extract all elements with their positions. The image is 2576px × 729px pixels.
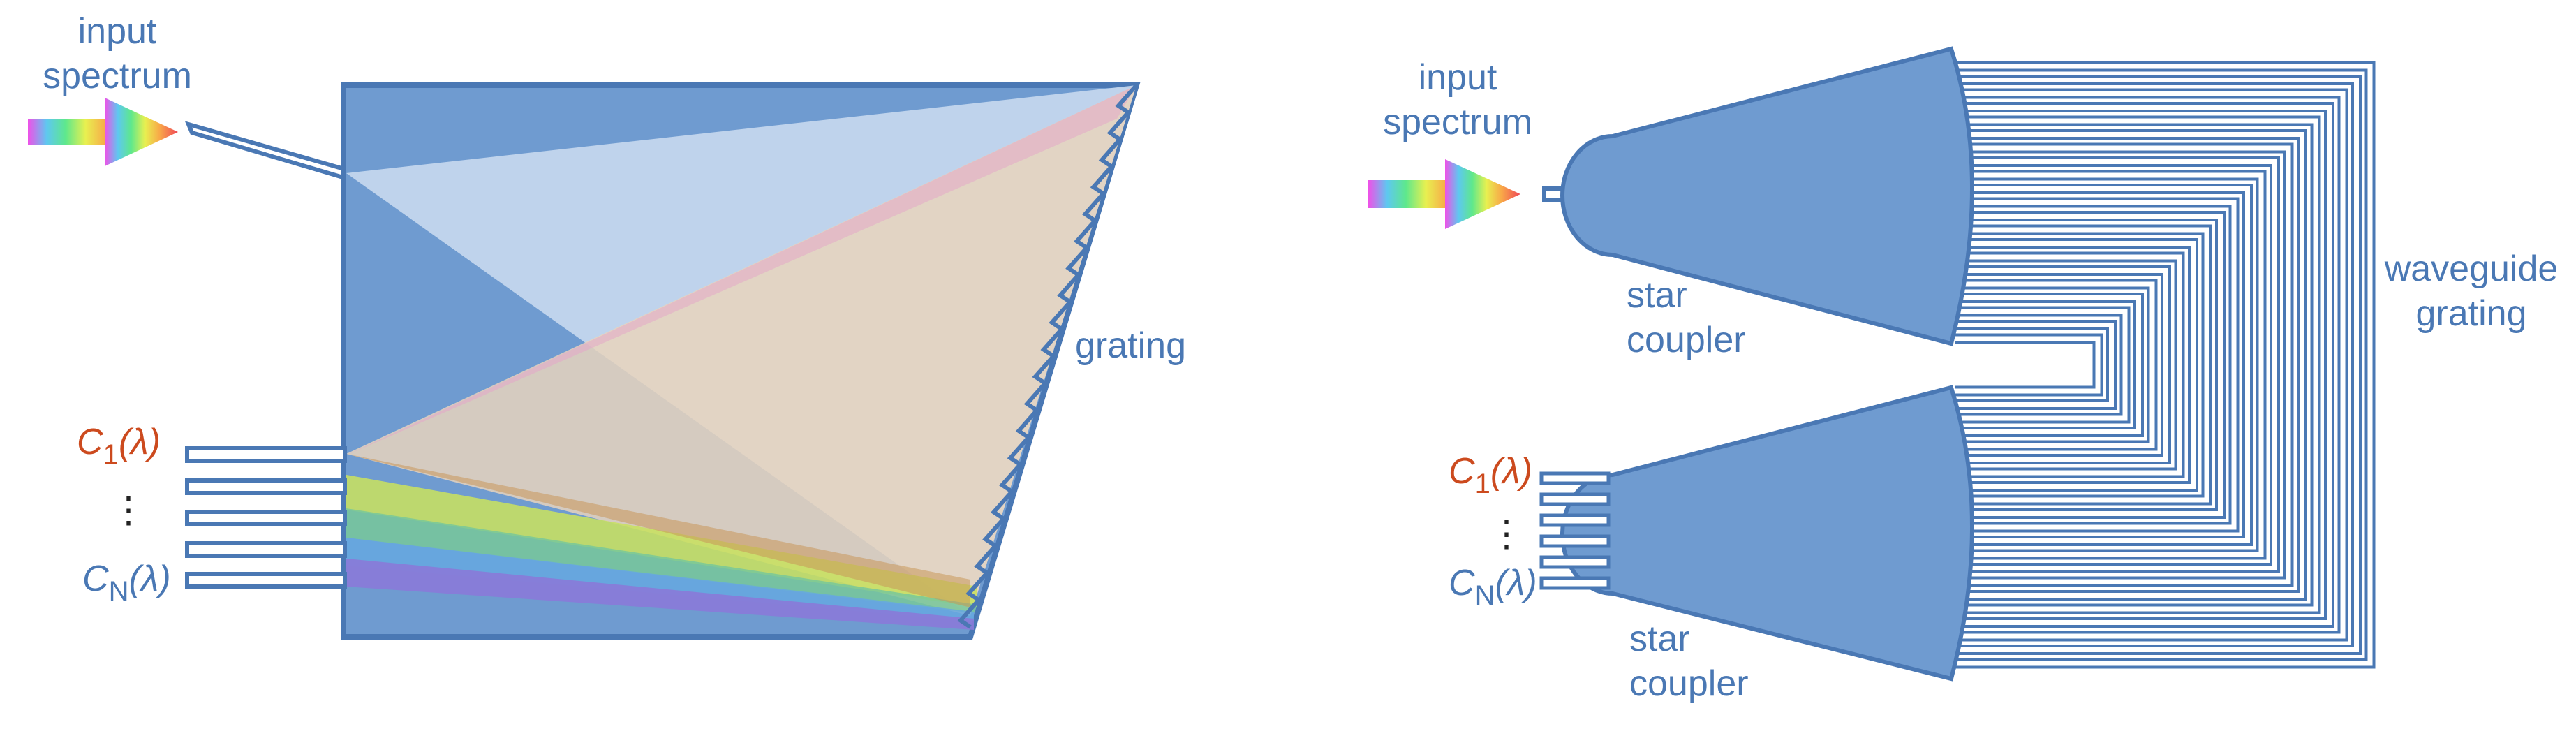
beam-violet (346, 559, 974, 630)
diffracted-beam (346, 85, 1137, 616)
output-label-first-sub: 1 (1475, 469, 1490, 499)
array-waveguide-core (1955, 254, 2182, 476)
array-waveguide-core (1955, 132, 2304, 598)
output-label-first-prefix: C (77, 422, 103, 462)
array-waveguide-core (1955, 268, 2168, 462)
output-label-last-prefix: C (1449, 563, 1475, 603)
beam-magenta (346, 85, 1137, 455)
output-label-last: CN(λ) (1449, 563, 1537, 611)
left-echelle-spectrometer: input spectrum grating C1(λ) ⋮ CN(λ) (28, 11, 1186, 640)
input-label-line1: input (78, 11, 157, 52)
array-waveguide-core (1955, 281, 2155, 448)
bottom-coupler-label-line1: star (1629, 619, 1690, 659)
array-waveguide-core (1955, 227, 2209, 503)
array-waveguide-core (1955, 200, 2237, 530)
array-waveguide-core (1955, 105, 2332, 625)
output-label-last-sub: N (109, 576, 129, 607)
output-label-last-sub: N (1475, 580, 1495, 611)
beam-green (346, 508, 977, 613)
output-label-last-prefix: C (82, 559, 109, 599)
array-waveguide-core (1955, 241, 2196, 489)
output-label-first: C1(λ) (77, 422, 161, 470)
output-label-last-suffix: (λ) (128, 559, 170, 599)
right-awg-spectrometer: input spectrum star coupler star coupler… (1368, 46, 2559, 704)
output-label-last-suffix: (λ) (1495, 563, 1537, 603)
top-coupler-label-line1: star (1627, 275, 1687, 316)
grating-label: grating (1075, 325, 1186, 366)
array-waveguide-core (1955, 64, 2373, 666)
output-label-last: CN(λ) (82, 559, 171, 607)
output-waveguides (1539, 471, 1611, 590)
waveguide-grating-label-line1: waveguide (2384, 249, 2559, 289)
array-waveguide-core (1955, 159, 2277, 570)
array-waveguide (1955, 333, 2103, 397)
beam-blue (346, 538, 974, 621)
output-label-first-sub: 1 (103, 439, 119, 470)
top-star-coupler (1560, 46, 1974, 346)
bottom-coupler-label-line2: coupler (1629, 663, 1749, 704)
waveguide-array (1955, 61, 2376, 669)
output-label-first-suffix: (λ) (1490, 451, 1532, 492)
input-spectrum-arrow-icon (1368, 159, 1520, 229)
input-waveguide (184, 121, 351, 182)
output-label-first-prefix: C (1449, 451, 1475, 492)
array-waveguide-core (1955, 295, 2141, 434)
array-waveguide-core (1955, 145, 2291, 584)
waveguide-grating-label-line2: grating (2416, 293, 2527, 334)
beam-yellow (346, 475, 977, 608)
output-waveguides (185, 446, 347, 589)
array-waveguide-core (1955, 91, 2346, 639)
focal-overlap (346, 454, 970, 608)
output-dots: ⋮ (110, 490, 147, 531)
grating-facets (957, 84, 1139, 629)
array-waveguide-core (1955, 336, 2101, 394)
array-waveguide-core (1955, 186, 2250, 543)
bottom-star-coupler (1560, 385, 1974, 682)
input-spectrum-arrow-icon (28, 98, 178, 166)
input-label-line1: input (1419, 57, 1497, 98)
array-waveguide-core (1955, 323, 2114, 407)
output-dots: ⋮ (1488, 514, 1525, 554)
output-label-first-suffix: (λ) (119, 422, 161, 462)
array-waveguide-core (1955, 78, 2359, 652)
array-waveguide-core (1955, 118, 2318, 612)
output-label-first: C1(λ) (1449, 451, 1532, 499)
input-label-line2: spectrum (1383, 102, 1532, 142)
array-waveguide-core (1955, 172, 2264, 557)
array-waveguide-core (1955, 309, 2128, 421)
top-coupler-label-line2: coupler (1627, 320, 1746, 360)
input-label-line2: spectrum (43, 56, 192, 96)
array-waveguide-core (1955, 214, 2223, 516)
